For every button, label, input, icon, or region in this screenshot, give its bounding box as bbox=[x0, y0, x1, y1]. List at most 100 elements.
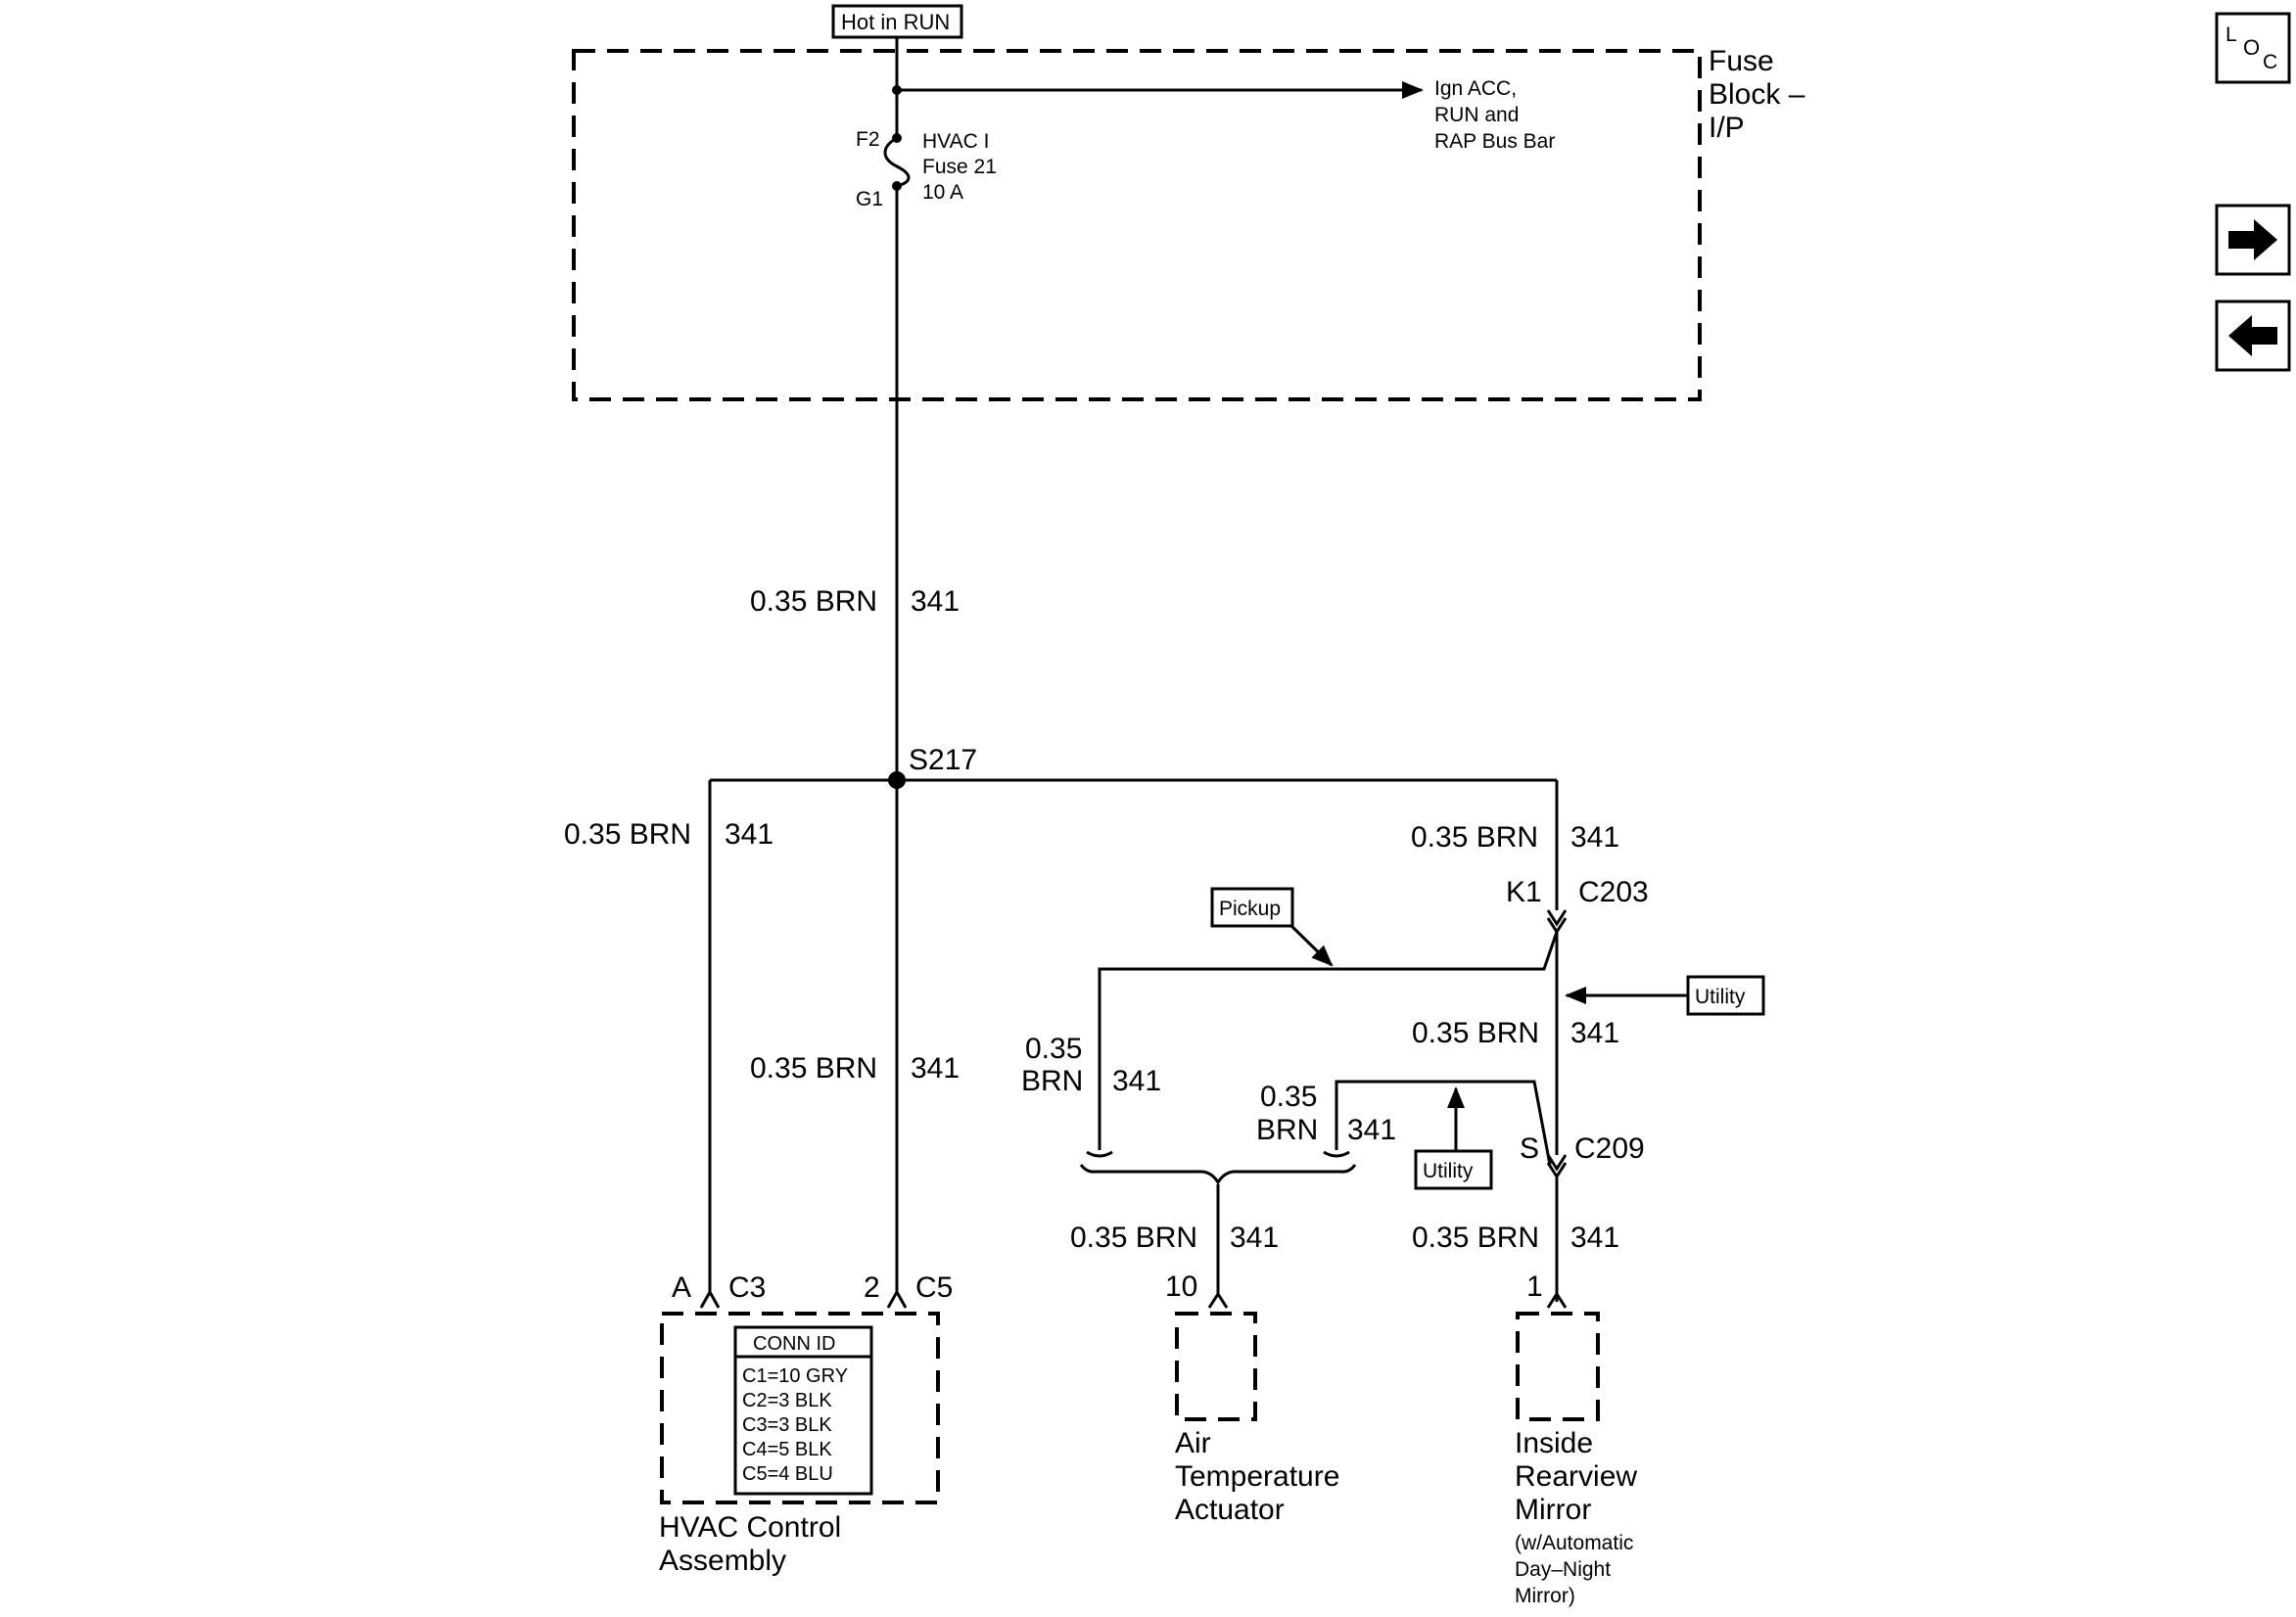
connector-c209 bbox=[1546, 1154, 1568, 1172]
diagram-text-wire-circuit: 341 bbox=[1570, 821, 1619, 854]
diagram-text-wire-size: 0.35 bbox=[1260, 1081, 1317, 1113]
location-icon: L O C bbox=[2226, 23, 2277, 73]
diagram-text-wire-size: 0.35 bbox=[1025, 1033, 1082, 1065]
pickup-label: Pickup bbox=[1210, 887, 1294, 928]
diagram-text-wire-size_color: 0.35 BRN bbox=[1412, 1017, 1539, 1049]
diagram-text-wire-color: BRN bbox=[1021, 1065, 1083, 1097]
diagram-text-connectors-c203_pin: K1 bbox=[1506, 876, 1542, 908]
diagram-text-components-mirror_line1: Inside bbox=[1515, 1427, 1593, 1459]
diagram-text-wire-circuit: 341 bbox=[911, 1052, 960, 1085]
diagram-text-wire-circuit: 341 bbox=[1570, 1017, 1619, 1049]
diagram-text-wire-color: BRN bbox=[1256, 1114, 1318, 1146]
location-button[interactable]: L O C bbox=[2215, 12, 2291, 84]
diagram-text-options-utility: Utility bbox=[1423, 1160, 1474, 1182]
bus-bar-label: Ign ACC, RUN and RAP Bus Bar bbox=[1434, 77, 1555, 153]
diagram-text-nav-loc_c: C bbox=[2263, 51, 2277, 73]
diagram-text-wire-size_color: 0.35 BRN bbox=[1412, 1222, 1539, 1254]
diagram-text-connectors-c5_pin: 2 bbox=[864, 1271, 880, 1304]
diagram-text-wire-size_color: 0.35 BRN bbox=[1070, 1222, 1197, 1254]
diagram-text-components-mirror_line3: Mirror bbox=[1515, 1494, 1591, 1526]
wire-label-actuator: 0.35 BRN 341 bbox=[1070, 1222, 1279, 1254]
fuse-block-title: Fuse Block – I/P bbox=[1709, 45, 1805, 144]
wire-label-utility-branch: 0.35 BRN 341 bbox=[1256, 1081, 1396, 1146]
utility-label-right: Utility bbox=[1686, 975, 1765, 1016]
wire-label-main: 0.35 BRN 341 bbox=[750, 585, 960, 618]
option-joint-bracket bbox=[1079, 1150, 1357, 1185]
diagram-text-wire-circuit: 341 bbox=[1112, 1065, 1161, 1097]
connector-c5-terminal bbox=[886, 1288, 908, 1309]
diagram-text-nav-loc_l: L bbox=[2226, 23, 2237, 46]
diagram-text-components-actuator_line3: Actuator bbox=[1175, 1494, 1285, 1526]
connector-actuator-terminal bbox=[1207, 1291, 1229, 1309]
diagram-text-components-actuator_line2: Temperature bbox=[1175, 1460, 1339, 1493]
diagram-text-fuse_block-fuse_line3: 10 A bbox=[922, 181, 963, 204]
diagram-text-fuse_block-fuse_line1: HVAC I bbox=[922, 130, 989, 153]
hvac-fuse-21: F2 G1 HVAC I Fuse 21 10 A bbox=[856, 128, 997, 210]
diagram-text-fuse_block-title_line2: Block – bbox=[1709, 78, 1805, 111]
diagram-text-fuse_block-title_line3: I/P bbox=[1709, 112, 1745, 144]
utility-label-lower: Utility bbox=[1414, 1149, 1493, 1190]
diagram-text-components-hvac_line1: HVAC Control bbox=[659, 1511, 841, 1544]
diagram-text-wire-size_color: 0.35 BRN bbox=[564, 818, 691, 851]
diagram-text-options-pickup: Pickup bbox=[1219, 898, 1281, 920]
diagram-text-components-mirror_note2: Day–Night bbox=[1515, 1558, 1611, 1581]
wire-label-c203-upper: 0.35 BRN 341 bbox=[1411, 821, 1619, 854]
diagram-text-wire-circuit: 341 bbox=[1347, 1114, 1396, 1146]
diagram-text-conn_id-rows-1: C2=3 BLK bbox=[742, 1390, 832, 1411]
air-temperature-actuator-outline bbox=[1175, 1312, 1257, 1421]
diagram-text-components-actuator_line1: Air bbox=[1175, 1427, 1211, 1459]
diagram-text-fuse_block-bus_line3: RAP Bus Bar bbox=[1434, 130, 1555, 153]
diagram-text-conn_id-rows-2: C3=3 BLK bbox=[742, 1414, 832, 1436]
wire-label-mirror: 0.35 BRN 341 bbox=[1412, 1222, 1619, 1254]
diagram-text-connectors-c203: C203 bbox=[1578, 876, 1649, 908]
diagram-text-fuse_block-pin_bottom: G1 bbox=[856, 188, 883, 210]
diagram-text-connectors-c209: C209 bbox=[1574, 1132, 1645, 1165]
diagram-text-wire-circuit: 341 bbox=[1230, 1222, 1279, 1254]
diagram-text-connectors-c209_pin: S bbox=[1520, 1132, 1539, 1165]
diagram-text-components-mirror_note1: (w/Automatic bbox=[1515, 1532, 1633, 1554]
next-page-button[interactable] bbox=[2215, 204, 2291, 276]
diagram-text-connectors-c3_pin: A bbox=[672, 1271, 691, 1304]
diagram-text-fuse_block-fuse_line2: Fuse 21 bbox=[922, 156, 997, 178]
diagram-text-fuse_block-bus_line2: RUN and bbox=[1434, 104, 1519, 126]
diagram-text-connectors-mirror_pin: 1 bbox=[1526, 1270, 1543, 1303]
connector-c203 bbox=[1546, 909, 1568, 927]
previous-page-button[interactable] bbox=[2215, 300, 2291, 372]
diagram-text-wire-circuit: 341 bbox=[911, 585, 960, 618]
wire-label-c209-upper: 0.35 BRN 341 bbox=[1412, 1017, 1619, 1049]
diagram-text-power_source-label: Hot in RUN bbox=[841, 10, 950, 34]
hot-in-run-label: Hot in RUN bbox=[831, 4, 963, 39]
air-temperature-actuator-label: Air Temperature Actuator bbox=[1175, 1427, 1339, 1526]
diagram-text-wire-circuit: 341 bbox=[725, 818, 773, 851]
diagram-text-wire-size_color: 0.35 BRN bbox=[750, 585, 877, 618]
diagram-text-nav-loc_o: O bbox=[2243, 35, 2260, 60]
inside-rearview-mirror-label: Inside Rearview Mirror (w/Automatic Day–… bbox=[1515, 1427, 1637, 1607]
diagram-text-components-mirror_note3: Mirror) bbox=[1515, 1585, 1575, 1607]
diagram-text-wire-size_color: 0.35 BRN bbox=[1411, 821, 1538, 854]
wire-label-c5: 0.35 BRN 341 bbox=[750, 1052, 960, 1085]
wire-label-c3: 0.35 BRN 341 bbox=[564, 818, 773, 851]
arrow-left-icon bbox=[2228, 315, 2277, 356]
diagram-text-conn_id-rows-3: C4=5 BLK bbox=[742, 1439, 832, 1460]
diagram-text-connectors-actuator_pin: 10 bbox=[1165, 1270, 1197, 1303]
splice-label: S217 bbox=[909, 744, 977, 776]
wire-label-pickup-branch: 0.35 BRN 341 bbox=[1021, 1033, 1161, 1097]
diagram-text-conn_id-rows-0: C1=10 GRY bbox=[742, 1365, 848, 1387]
diagram-text-connectors-c5: C5 bbox=[915, 1271, 953, 1304]
diagram-text-options-utility: Utility bbox=[1695, 986, 1746, 1008]
diagram-text-fuse_block-pin_top: F2 bbox=[856, 128, 880, 151]
diagram-text-fuse_block-bus_line1: Ign ACC, bbox=[1434, 77, 1517, 100]
fuse-block-outline bbox=[572, 49, 1702, 401]
diagram-text-wire-size_color: 0.35 BRN bbox=[750, 1052, 877, 1085]
arrow-right-icon bbox=[2228, 219, 2277, 260]
diagram-text-fuse_block-title_line1: Fuse bbox=[1709, 45, 1774, 77]
diagram-text-conn_id-title: CONN ID bbox=[753, 1333, 835, 1355]
diagram-text-components-mirror_line2: Rearview bbox=[1515, 1460, 1637, 1493]
diagram-text-wire-circuit: 341 bbox=[1570, 1222, 1619, 1254]
diagram-text-conn_id-rows-4: C5=4 BLU bbox=[742, 1463, 833, 1485]
conn-id-table: CONN ID C1=10 GRY C2=3 BLK C3=3 BLK C4=5… bbox=[733, 1325, 873, 1496]
diagram-text-connectors-c3: C3 bbox=[728, 1271, 766, 1304]
hvac-control-assembly-outline bbox=[660, 1312, 940, 1504]
hvac-control-assembly-label: HVAC Control Assembly bbox=[659, 1511, 841, 1577]
